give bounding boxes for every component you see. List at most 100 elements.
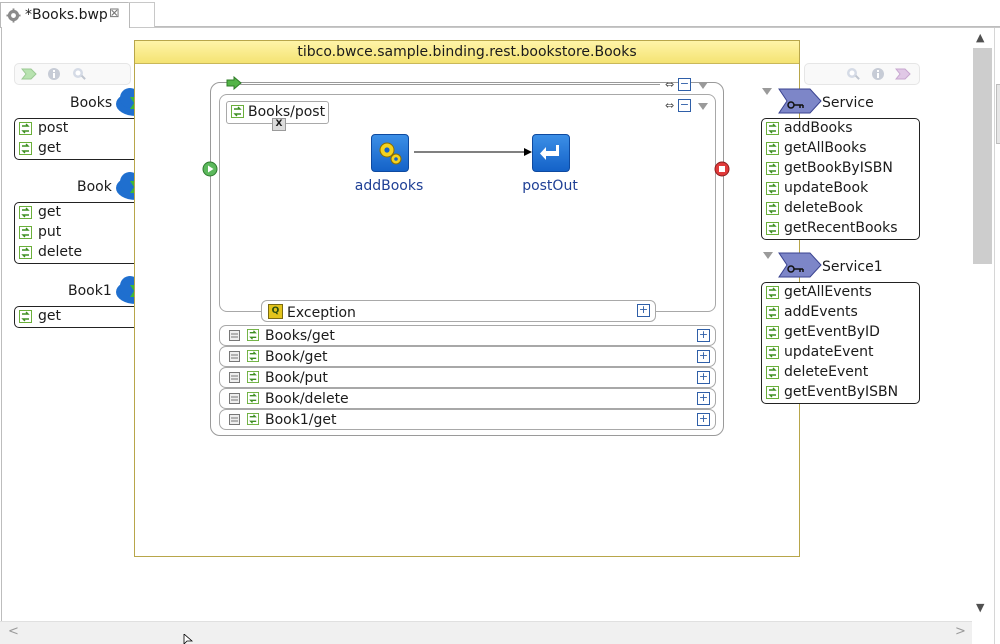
expand-button[interactable]: + <box>697 328 710 342</box>
operation-icon <box>766 162 779 175</box>
exception-icon: Q <box>268 304 283 319</box>
service-name: Service <box>822 95 874 111</box>
tab-title: *Books.bwp <box>25 7 108 23</box>
operation-icon <box>766 122 779 135</box>
scroll-left-icon[interactable]: < <box>8 624 19 639</box>
right-toolbar <box>804 63 920 85</box>
scroll-down-icon[interactable]: ▼ <box>976 601 985 614</box>
binding-name: Book <box>77 179 112 195</box>
vertical-scroll-thumb[interactable] <box>973 48 992 264</box>
expand-button[interactable]: + <box>697 349 710 363</box>
document-icon <box>229 393 240 404</box>
operation-book1-get[interactable]: Book1/get + <box>219 409 716 430</box>
collapse-button[interactable]: − <box>678 77 691 91</box>
service-op-row[interactable]: getBookByISBN <box>766 159 916 179</box>
scroll-up-icon[interactable]: ▲ <box>976 31 985 44</box>
side-panel-tab[interactable] <box>996 84 1000 144</box>
expand-button[interactable]: + <box>697 412 710 426</box>
service-ops-service: addBooks getAllBooks getBookByISBN updat… <box>761 118 920 240</box>
cloud-search-icon[interactable] <box>71 66 87 82</box>
start-event-icon[interactable] <box>202 161 218 177</box>
expand-button[interactable]: + <box>697 370 710 384</box>
activity-label: postOut <box>522 178 578 194</box>
service-op-row[interactable]: getAllEvents <box>766 283 916 303</box>
service-op-row[interactable]: updateEvent <box>766 343 916 363</box>
frame-line <box>155 26 1000 27</box>
reply-icon <box>540 145 559 160</box>
exception-label: Exception <box>287 305 356 321</box>
gears-icon <box>379 142 402 165</box>
operation-book-delete[interactable]: Book/delete + <box>219 388 716 409</box>
scroll-right-icon[interactable]: > <box>955 624 966 639</box>
service-op-row[interactable]: addEvents <box>766 303 916 323</box>
service-op-row[interactable]: deleteBook <box>766 199 916 219</box>
service-op-row[interactable]: getRecentBooks <box>766 219 916 239</box>
service-op-row[interactable]: getEventByISBN <box>766 383 916 403</box>
service-arrow-icon[interactable] <box>895 68 911 80</box>
operation-icon <box>766 366 779 379</box>
operation-icon <box>766 286 779 299</box>
chevron-down-icon[interactable] <box>762 88 772 95</box>
scope-label-text: Books/post <box>248 104 326 120</box>
operation-icon <box>766 182 779 195</box>
activity-postout[interactable] <box>532 134 570 172</box>
collapse-button[interactable]: − <box>678 98 691 112</box>
exception-handler[interactable] <box>261 300 656 322</box>
close-icon[interactable]: X <box>272 118 286 131</box>
operation-icon <box>19 122 32 135</box>
service-op-row[interactable]: deleteEvent <box>766 363 916 383</box>
operation-icon <box>766 306 779 319</box>
collapse-icon[interactable]: ⇔ <box>665 99 675 112</box>
binding-name: Book1 <box>68 283 112 299</box>
operation-icon <box>766 326 779 339</box>
operation-icon <box>231 105 244 118</box>
operation-icon <box>247 350 259 362</box>
document-icon <box>229 372 240 383</box>
service-key-icon[interactable] <box>778 88 822 114</box>
operation-icon <box>247 329 259 341</box>
editor-tab-bar <box>0 0 1000 28</box>
operation-icon <box>766 222 779 235</box>
expand-button[interactable]: + <box>697 391 710 405</box>
info-icon[interactable] <box>47 67 61 81</box>
binding-arrow-icon[interactable] <box>21 68 37 80</box>
transition-arrow[interactable] <box>412 145 534 159</box>
service-key-icon[interactable] <box>778 252 822 278</box>
side-panel-edge <box>994 28 1000 644</box>
collapse-icon[interactable]: ⇔ <box>665 78 675 91</box>
chevron-down-icon[interactable] <box>763 252 773 259</box>
scope-books-post[interactable] <box>219 94 716 312</box>
chevron-down-icon[interactable] <box>698 82 708 89</box>
close-icon[interactable]: ⊠ <box>109 6 120 21</box>
horizontal-scrollbar[interactable] <box>0 621 972 644</box>
chevron-down-icon[interactable] <box>698 103 708 110</box>
binding-op-row[interactable]: delete <box>19 243 169 263</box>
info-icon[interactable] <box>871 67 885 81</box>
document-icon <box>229 414 240 425</box>
frame-line <box>1 27 2 623</box>
service-op-row[interactable]: addBooks <box>766 119 916 139</box>
activity-addbooks[interactable] <box>371 134 409 172</box>
service-op-row[interactable]: updateBook <box>766 179 916 199</box>
activity-label: addBooks <box>354 178 424 194</box>
process-title: tibco.bwce.sample.binding.rest.bookstore… <box>135 41 799 64</box>
binding-name: Books <box>70 95 113 111</box>
service-op-row[interactable]: getAllBooks <box>766 139 916 159</box>
operation-book-put[interactable]: Book/put + <box>219 367 716 388</box>
operation-icon <box>766 346 779 359</box>
operation-icon <box>766 202 779 215</box>
operation-books-get[interactable]: Books/get + <box>219 325 716 346</box>
operation-book-get[interactable]: Book/get + <box>219 346 716 367</box>
document-icon <box>229 330 240 341</box>
editor-tab[interactable]: *Books.bwp ⊠ <box>0 2 130 28</box>
end-event-icon[interactable] <box>714 161 730 177</box>
operation-icon <box>247 392 259 404</box>
service-op-row[interactable]: getEventByID <box>766 323 916 343</box>
operation-icon <box>766 386 779 399</box>
operation-icon <box>766 142 779 155</box>
cloud-search-icon[interactable] <box>845 66 861 82</box>
subprocess-top-line <box>240 84 660 85</box>
expand-button[interactable]: + <box>637 303 650 317</box>
operation-icon <box>19 206 32 219</box>
operation-icon <box>19 142 32 155</box>
